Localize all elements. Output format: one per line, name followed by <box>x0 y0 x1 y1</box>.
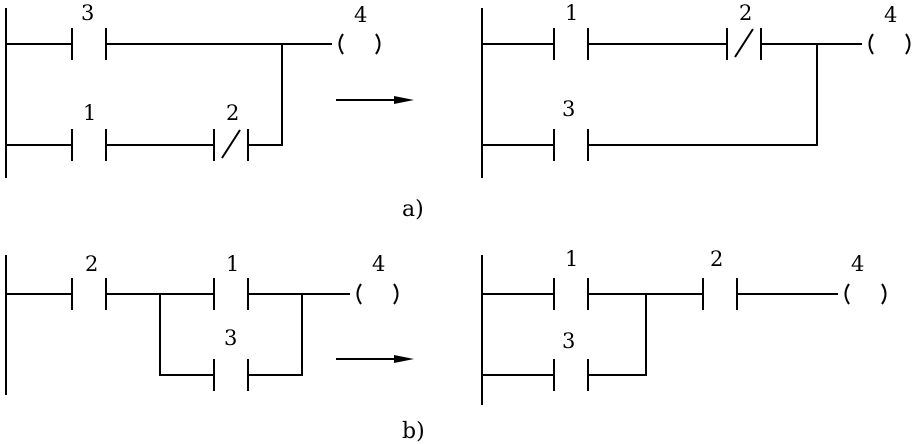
fig-b-before-branch-wire-left <box>159 294 214 376</box>
fig-a-after-coil-right-paren <box>905 33 911 55</box>
fig-a-transform-arrow <box>336 96 414 104</box>
fig-b-before-coil-right-paren <box>393 283 399 305</box>
fig-a-after-label-2: 2 <box>739 1 752 25</box>
fig-b-before-coil-left-paren <box>356 283 362 305</box>
fig-b-after-rung-group: 1 3 2 4 <box>481 247 887 405</box>
fig-a-after-coil-left-paren <box>868 33 874 55</box>
fig-b-transform-arrow <box>336 355 414 363</box>
fig-b-before-coil-label: 4 <box>372 252 385 276</box>
fig-b-before-branch-wire-right <box>248 294 303 376</box>
fig-a-after-label-1: 1 <box>565 1 578 25</box>
fig-b-before-label-3: 3 <box>224 326 237 350</box>
fig-a-after-coil-label: 4 <box>884 3 897 27</box>
fig-a-before-coil-left-paren <box>338 33 344 55</box>
fig-a-before-coil-label: 4 <box>354 3 367 27</box>
fig-b-caption: b) <box>402 419 425 444</box>
fig-a-after-rung-group: 1 2 3 4 <box>481 1 911 178</box>
fig-b-after-label-3: 3 <box>562 329 575 353</box>
fig-a-before-label-2: 2 <box>226 101 239 125</box>
fig-a-before-label-3: 3 <box>81 1 94 25</box>
fig-b-before-label-1: 1 <box>226 252 239 276</box>
fig-a-after-branch-wire <box>588 44 818 146</box>
fig-b-after-label-2: 2 <box>710 247 723 271</box>
fig-b-before-label-2: 2 <box>85 252 98 276</box>
fig-a-before-label-1: 1 <box>83 101 96 125</box>
fig-b-before-rung-group: 2 1 3 4 <box>5 252 399 395</box>
fig-b-after-coil-right-paren <box>881 283 887 305</box>
fig-a-before-branch-wire <box>248 44 283 146</box>
fig-b-after-branch-wire <box>588 294 647 376</box>
fig-b-after-label-1: 1 <box>565 247 578 271</box>
fig-a-after-contact2-slash <box>734 28 754 58</box>
fig-a-before-contact2-slash <box>221 129 241 159</box>
fig-a-caption: a) <box>402 197 424 222</box>
fig-a-before-rung-group: 3 1 2 4 <box>5 1 381 178</box>
fig-a-after-label-3: 3 <box>562 97 575 121</box>
fig-b-after-coil-left-paren <box>844 283 850 305</box>
fig-a-before-coil-right-paren <box>375 33 381 55</box>
fig-b-after-coil-label: 4 <box>851 252 864 276</box>
